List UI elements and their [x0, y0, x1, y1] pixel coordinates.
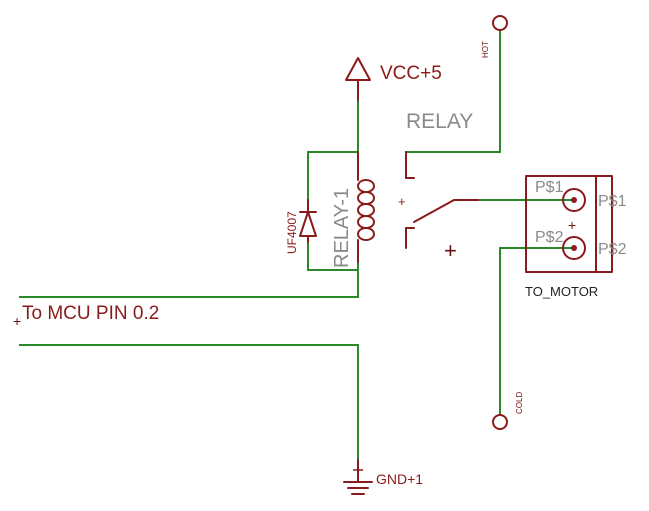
relay-coil-label: RELAY-1: [331, 188, 353, 268]
diode-label: UF4007: [285, 211, 299, 254]
wire-ground: [19, 344, 359, 461]
ground-label: GND+1: [376, 471, 423, 487]
vcc-label: VCC+5: [380, 63, 442, 84]
pin2-inner-label: P$2: [535, 229, 564, 246]
relay-name-label: RELAY: [406, 110, 473, 133]
switch-origin-cross: +: [444, 238, 457, 263]
pin2-outer-label: P$2: [598, 241, 627, 258]
mcu-label: To MCU PIN 0.2: [22, 303, 159, 324]
hot-label: HOT: [481, 41, 490, 58]
ground-symbol: GND+1: [343, 459, 423, 495]
pin1-inner-label: P$1: [535, 179, 564, 196]
diode-uf4007: UF4007: [285, 199, 317, 254]
mcu-connection: To MCU PIN 0.2 +: [13, 303, 159, 329]
switch-plus: +: [398, 194, 406, 209]
relay-coil: RELAY-1: [331, 151, 375, 268]
wire-p2-to-cold: [499, 247, 575, 415]
relay-switch: RELAY + +: [398, 110, 479, 263]
to-motor-connector: P$1 P$1 P$2 P$2 + TO_MOTOR: [525, 175, 627, 299]
hot-terminal: HOT: [481, 15, 508, 58]
mcu-origin-cross: +: [13, 313, 21, 329]
wire-diode-top: [307, 151, 359, 201]
vcc-power-symbol: VCC+5: [345, 57, 442, 101]
cold-label: COLD: [515, 392, 524, 414]
cold-terminal: COLD: [492, 392, 524, 430]
pin1-outer-label: P$1: [598, 193, 627, 210]
wires: [19, 29, 575, 461]
wire-diode-bottom: [307, 241, 359, 271]
connector-name-label: TO_MOTOR: [525, 284, 598, 299]
wire-coil-to-mcu: [19, 261, 359, 298]
connector-plus: +: [568, 217, 576, 233]
